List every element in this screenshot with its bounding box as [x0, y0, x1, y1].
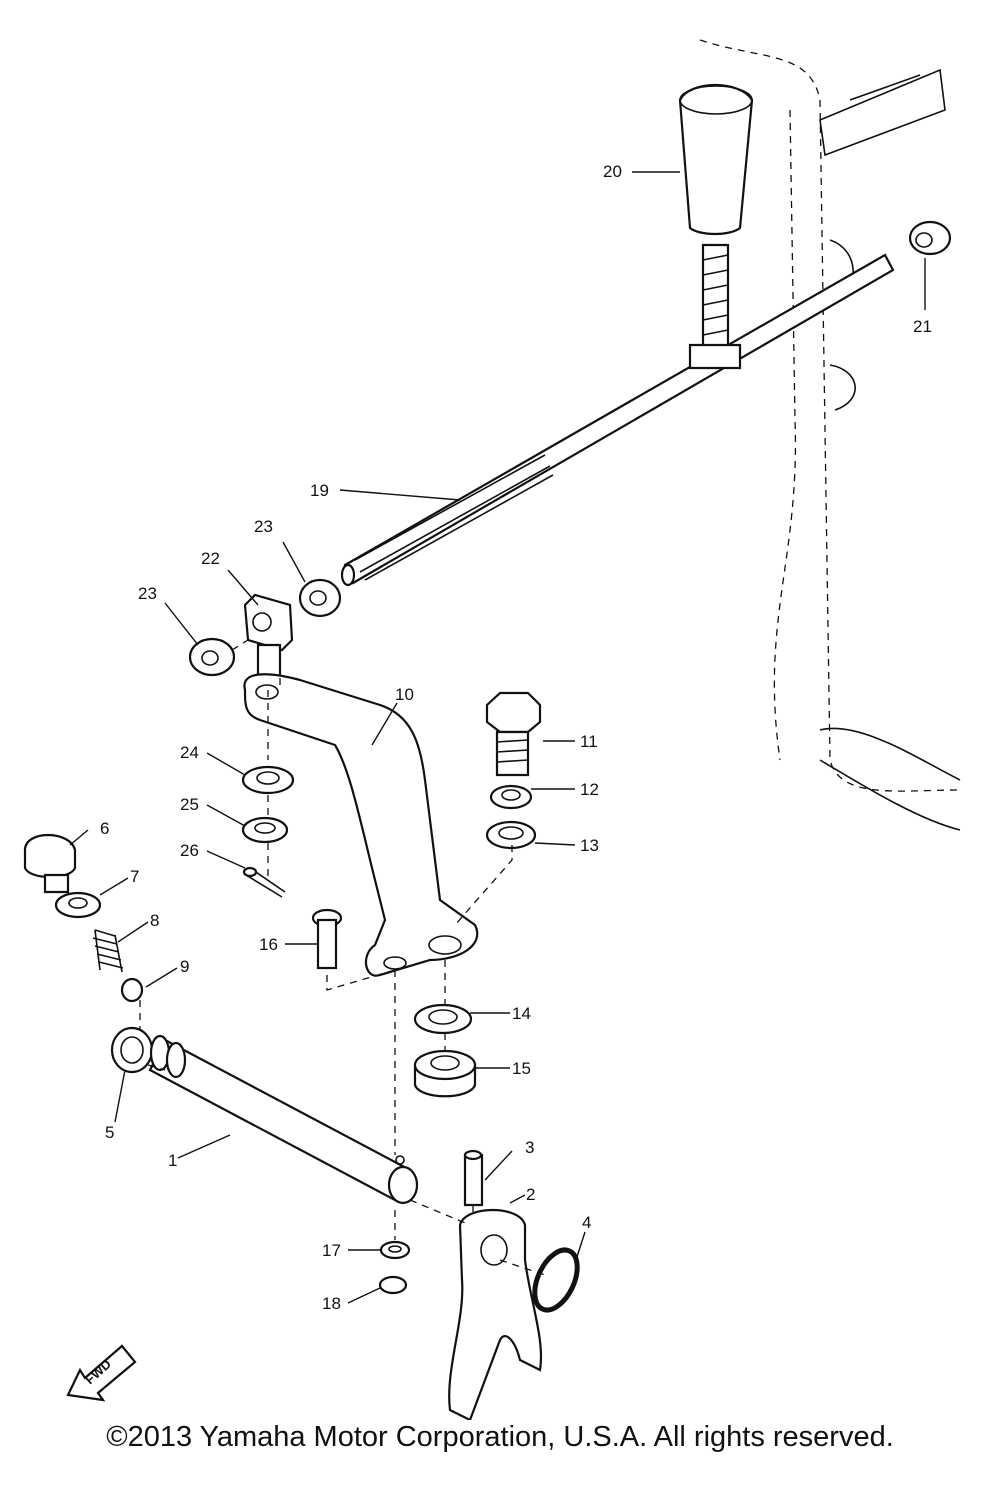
part-15-bushing	[413, 1049, 477, 1098]
part-18-circlip	[378, 1275, 408, 1295]
callout-22: 22	[201, 549, 220, 568]
part-23-nut-upper	[298, 578, 342, 618]
part-6-plug	[23, 833, 77, 894]
callout-19: 19	[310, 481, 329, 500]
callout-25: 25	[180, 795, 199, 814]
callout-17: 17	[322, 1241, 341, 1260]
callout-5: 5	[105, 1123, 114, 1142]
part-22-joint	[243, 593, 294, 680]
part-1-shaft	[148, 1034, 419, 1205]
part-11-bolt	[485, 691, 542, 777]
callout-20: 20	[603, 162, 622, 181]
callout-10: 10	[395, 685, 414, 704]
part-26-cotter-pin	[242, 866, 286, 898]
part-17-washer	[379, 1240, 411, 1260]
callout-15: 15	[512, 1059, 531, 1078]
callout-21: 21	[913, 317, 932, 336]
part-19-shift-rod	[340, 253, 895, 587]
part-9-detent	[120, 977, 144, 1003]
callout-8: 8	[150, 911, 159, 930]
part-20-knob	[678, 83, 754, 370]
callout-3: 3	[525, 1138, 534, 1157]
exploded-parts-diagram: FWD 20 21 19 23 22 23	[23, 39, 961, 1420]
part-7-washer	[54, 891, 102, 919]
callout-9: 9	[180, 957, 189, 976]
part-24-washer	[241, 765, 295, 795]
callout-7: 7	[130, 867, 139, 886]
assembly-lines	[139, 639, 546, 1276]
callout-12: 12	[580, 780, 599, 799]
callout-24: 24	[180, 743, 199, 762]
callout-23-lower: 23	[138, 584, 157, 603]
part-23-nut-lower	[188, 637, 236, 677]
callout-labels: 20 21 19 23 22 23 10 11 12 13 24 25 26 1…	[100, 162, 932, 1313]
callout-18: 18	[322, 1294, 341, 1313]
callout-1: 1	[168, 1151, 177, 1170]
fwd-arrow: FWD	[66, 1344, 137, 1402]
part-14-washer	[413, 1003, 473, 1035]
part-8-spring	[92, 929, 124, 973]
part-5-seal	[110, 1026, 154, 1074]
part-10-lever	[243, 673, 479, 977]
callout-14: 14	[512, 1004, 531, 1023]
callout-2: 2	[526, 1185, 535, 1204]
part-21-grommet	[908, 220, 952, 256]
part-3-pin	[463, 1149, 484, 1207]
part-16-pin	[311, 908, 343, 970]
callout-6: 6	[100, 819, 109, 838]
part-25-washer	[241, 816, 289, 844]
copyright-notice: ©2013 Yamaha Motor Corporation, U.S.A. A…	[106, 1421, 894, 1453]
part-2-shift-fork	[448, 1208, 543, 1420]
callout-13: 13	[580, 836, 599, 855]
part-13-washer	[485, 820, 537, 850]
callout-23-upper: 23	[254, 517, 273, 536]
callout-4: 4	[582, 1213, 591, 1232]
leader-lines	[69, 171, 926, 1304]
callout-16: 16	[259, 935, 278, 954]
part-4-o-ring	[532, 1247, 580, 1313]
part-12-washer	[489, 784, 533, 810]
callout-11: 11	[580, 732, 598, 751]
callout-26: 26	[180, 841, 199, 860]
